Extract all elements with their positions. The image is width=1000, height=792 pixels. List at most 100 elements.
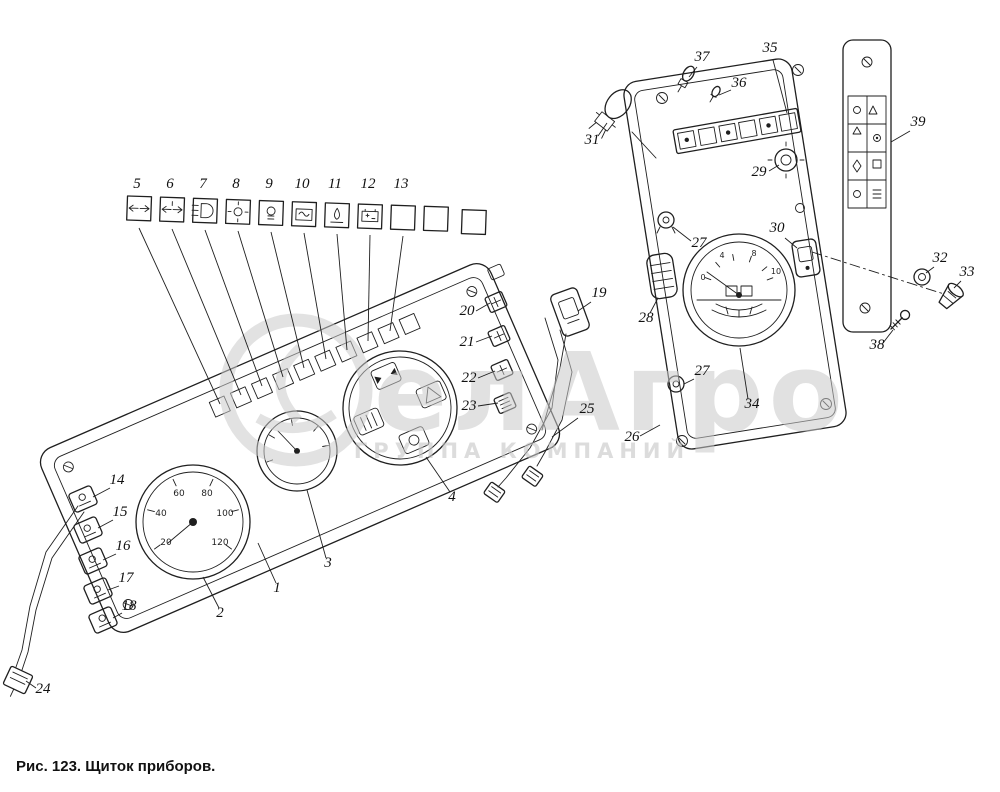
part-number-13: 13 [394, 176, 409, 192]
speedometer-hub [189, 518, 197, 526]
leader-line-15 [97, 519, 114, 529]
panel-switch-14 [68, 485, 98, 513]
symbol-table [847, 95, 887, 209]
speedometer-needle [167, 521, 194, 544]
wiring-right [497, 317, 573, 488]
leader-line-17 [107, 585, 120, 591]
part-number-25: 25 [580, 401, 596, 417]
part-number-39: 39 [910, 114, 927, 130]
bulb-36 [709, 85, 721, 103]
leader-line-16 [102, 553, 117, 561]
part-number-17: 17 [119, 570, 136, 586]
leader-line-19 [577, 301, 592, 312]
leader-line-12 [367, 234, 371, 342]
bulb-37 [677, 65, 696, 93]
legend-icon-hazard-arrows [159, 196, 186, 223]
leader-line-7 [204, 229, 263, 387]
legend-icon-spare-2 [422, 205, 449, 232]
knob-33 [938, 282, 964, 310]
part-number-35: 35 [762, 40, 779, 56]
screw-38 [889, 309, 911, 331]
part-number-37: 37 [694, 49, 712, 65]
legend-icon-cab-lamp [257, 199, 285, 227]
speedo-num-60: 60 [173, 489, 185, 499]
part-number-8: 8 [232, 176, 240, 192]
instrument-panel-right: 0 4 8 10 [623, 58, 847, 450]
part-number-2: 2 [216, 605, 224, 621]
combo-num-4: 4 [719, 251, 724, 260]
leader-line-9 [270, 231, 305, 369]
watermark-brand: елАгро [374, 331, 848, 456]
part-number-36: 36 [731, 75, 748, 91]
rocker-switch-30 [791, 238, 821, 278]
rocker-switch-21 [487, 325, 511, 347]
leader-line-29 [768, 164, 780, 172]
figure-caption: Рис. 123. Щиток приборов. [16, 758, 215, 775]
part-number-24: 24 [36, 681, 52, 697]
part-number-28: 28 [639, 310, 655, 326]
part-number-4: 4 [448, 489, 456, 505]
leader-line-23 [477, 402, 499, 407]
leader-line-2 [202, 576, 220, 609]
combo-num-8: 8 [751, 249, 756, 258]
legend-icon-spare-1 [389, 204, 416, 231]
rocker-switch-window [487, 263, 505, 281]
part-number-27: 27 [692, 235, 709, 251]
combo-num-10: 10 [771, 267, 781, 276]
leader-line-32 [925, 266, 935, 274]
leader-line-26 [639, 424, 661, 437]
leader-line-22 [477, 370, 496, 379]
leader-line-21 [475, 335, 493, 343]
speedo-num-40: 40 [155, 509, 167, 519]
part-number-38: 38 [869, 337, 886, 353]
part-number-26: 26 [625, 429, 641, 445]
part-number-6: 6 [166, 176, 174, 192]
part-number-30: 30 [769, 220, 786, 236]
part-number-9: 9 [265, 176, 273, 192]
leader-line-11 [336, 233, 348, 351]
speedo-num-120: 120 [211, 538, 228, 548]
leader-line-10 [303, 232, 327, 360]
legend-icon-turn-signals [126, 195, 153, 222]
legend-icon-oil-pressure [323, 202, 351, 229]
panel-switch-16 [78, 547, 108, 575]
speedo-num-80: 80 [201, 489, 213, 499]
watermark-tagline: ГРУППА КОМПАНИЙ [354, 438, 690, 463]
panel-switch-15 [73, 516, 103, 544]
part-number-27: 27 [695, 363, 712, 379]
watermark: елАгро ГРУППА КОМПАНИЙ [219, 313, 848, 467]
speedo-num-100: 100 [216, 509, 233, 519]
part-number-10: 10 [295, 176, 311, 192]
grommet-32 [913, 268, 931, 286]
speedometer: 20 40 60 80 100 120 [135, 464, 251, 580]
speedo-num-20: 20 [160, 538, 172, 548]
pressure-gauge-needle [277, 430, 298, 452]
leader-line-34 [739, 347, 749, 400]
part-number-21: 21 [460, 334, 475, 350]
assembly-axis-line [811, 251, 945, 295]
part-number-23: 23 [462, 398, 477, 414]
part-number-33: 33 [959, 264, 975, 280]
pressure-gauge-hub [294, 448, 300, 454]
part-number-31: 31 [584, 132, 600, 148]
legend-icon-battery-charge [356, 203, 384, 230]
rocker-switch-22 [490, 359, 514, 381]
part-number-16: 16 [116, 538, 132, 554]
leader-line-33 [953, 280, 962, 289]
leader-line-13 [389, 235, 404, 332]
leader-line-6 [171, 228, 242, 396]
vent-grille-28 [646, 252, 678, 300]
leader-line-30 [784, 237, 798, 249]
harness-connector-24 [2, 665, 34, 697]
lamp-strip-35 [672, 107, 802, 155]
part-number-1: 1 [273, 580, 281, 596]
part-number-14: 14 [110, 472, 126, 488]
leader-line-27 [683, 378, 695, 385]
main-panel [39, 263, 561, 633]
button-27-upper [656, 211, 676, 234]
part-number-5: 5 [133, 176, 141, 192]
watermark-logo [219, 313, 373, 467]
symbol-plate-39 [842, 39, 892, 333]
cluster-window-top [370, 362, 402, 390]
